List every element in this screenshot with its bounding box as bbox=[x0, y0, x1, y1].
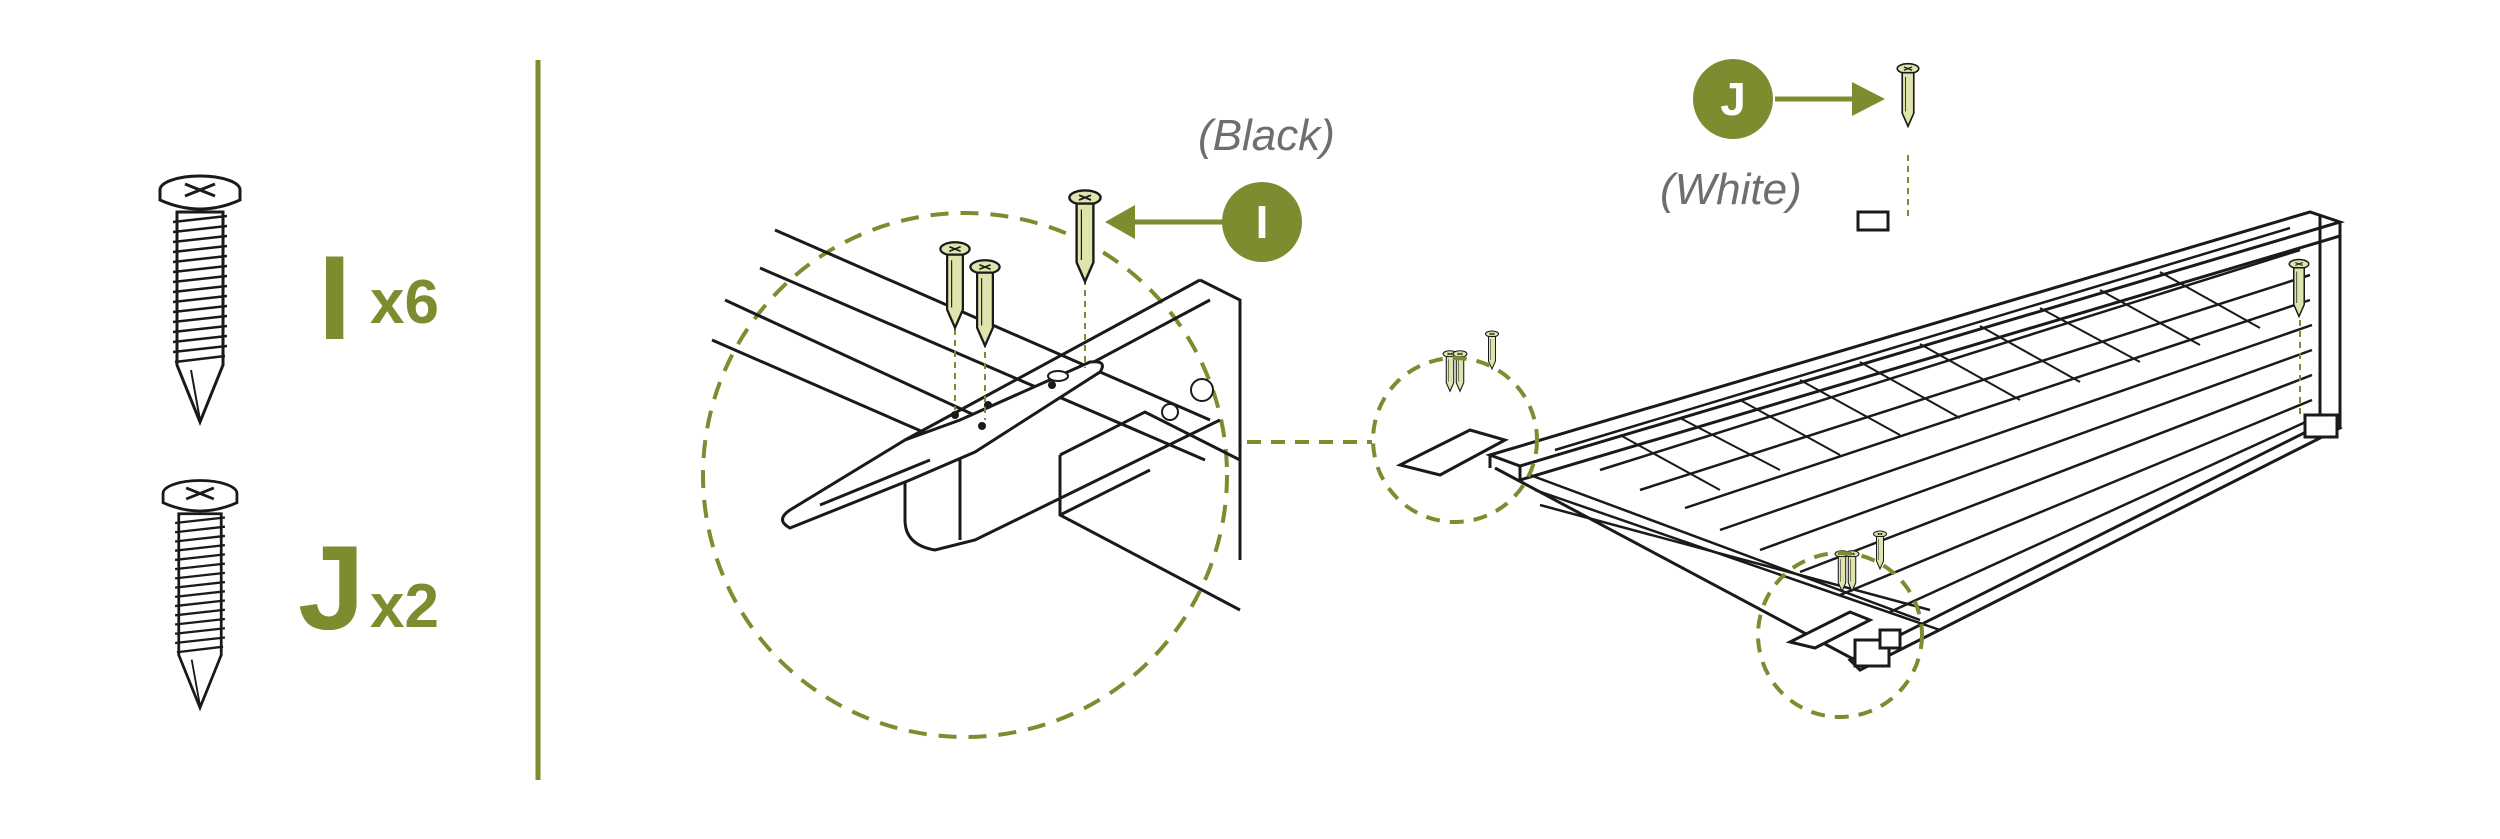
screw-icon-gate-6 bbox=[1872, 530, 1888, 570]
detail-magnifier bbox=[701, 189, 1242, 739]
callout-black-arrow bbox=[1105, 205, 1240, 239]
detail-ring-top bbox=[1371, 356, 1539, 524]
detail-ring-bottom bbox=[1756, 551, 1924, 719]
badge-letter-j: J bbox=[1720, 73, 1746, 125]
gate-panel bbox=[1395, 210, 2345, 672]
part-quantity-j: x2 bbox=[370, 572, 439, 641]
screw-icon-white bbox=[1896, 62, 1920, 128]
note-black: (Black) bbox=[1198, 111, 1335, 160]
part-letter-i: I bbox=[318, 231, 352, 365]
part-quantity-i: x6 bbox=[370, 268, 439, 337]
screw-icon-j bbox=[161, 479, 239, 710]
note-white: (White) bbox=[1660, 165, 1802, 214]
callout-badge-i: I bbox=[1222, 182, 1302, 262]
screw-icon-gate-right bbox=[2288, 258, 2310, 318]
badge-letter-i: I bbox=[1256, 196, 1269, 248]
screw-icon-i bbox=[158, 174, 242, 424]
part-letter-j: J bbox=[298, 521, 365, 655]
callout-white-arrow bbox=[1775, 82, 1885, 116]
callout-badge-j: J bbox=[1693, 59, 1773, 139]
screw-icon-gate-5 bbox=[1844, 550, 1860, 592]
